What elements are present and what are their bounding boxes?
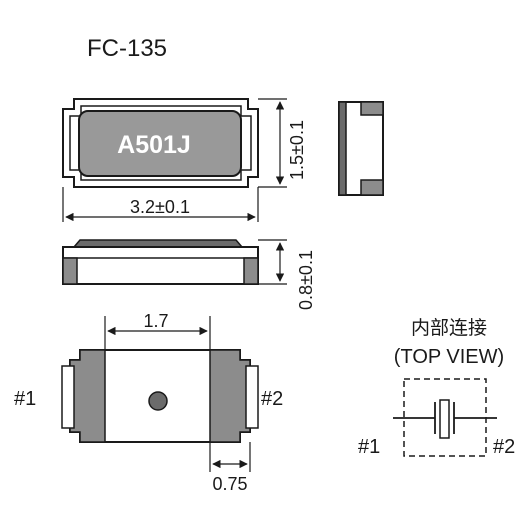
bottom-pad-right-notch — [245, 365, 259, 429]
height-dimension: 0.8±0.1 — [258, 239, 316, 310]
width-dimension: 1.5±0.1 — [258, 98, 307, 188]
marking-text: A501J — [117, 131, 191, 159]
pad-spacing-label: 1.7 — [143, 311, 168, 331]
bottom-view — [61, 349, 259, 443]
pad-width-dimension: 0.75 — [209, 442, 251, 494]
schematic-subheading: (TOP VIEW) — [394, 346, 504, 368]
top-view: A501J — [62, 98, 259, 188]
pad-spacing-dimension: 1.7 — [104, 311, 211, 350]
front-view-lid — [72, 239, 244, 248]
marking-plate — [78, 110, 242, 177]
pin2-label: #2 — [261, 388, 283, 410]
schematic-pin1-label: #1 — [358, 436, 380, 458]
bottom-pad-left — [69, 349, 106, 443]
bottom-pad-left-notch — [61, 365, 75, 429]
length-dimension: 3.2±0.1 — [62, 187, 259, 222]
crystal-element — [439, 399, 450, 439]
crystal-symbol — [393, 378, 497, 457]
side-view-pad-bottom — [360, 179, 384, 196]
schematic-heading: 内部连接 — [411, 317, 487, 339]
front-view-pad-right — [243, 257, 259, 285]
side-view-pad-top — [360, 101, 384, 116]
front-view-body — [62, 246, 259, 285]
center-mark — [148, 391, 168, 411]
front-view-pad-left — [62, 257, 78, 285]
side-view-ceramic — [338, 101, 347, 196]
schematic-pin2-label: #2 — [493, 436, 515, 458]
side-view — [338, 101, 384, 196]
bottom-pad-right — [209, 349, 251, 443]
front-view — [62, 239, 259, 285]
height-label: 0.8±0.1 — [296, 250, 316, 310]
part-title: FC-135 — [87, 35, 167, 62]
length-label: 3.2±0.1 — [130, 197, 190, 217]
pad-width-label: 0.75 — [212, 474, 247, 494]
pin1-label: #1 — [14, 388, 36, 410]
width-label: 1.5±0.1 — [287, 120, 307, 180]
